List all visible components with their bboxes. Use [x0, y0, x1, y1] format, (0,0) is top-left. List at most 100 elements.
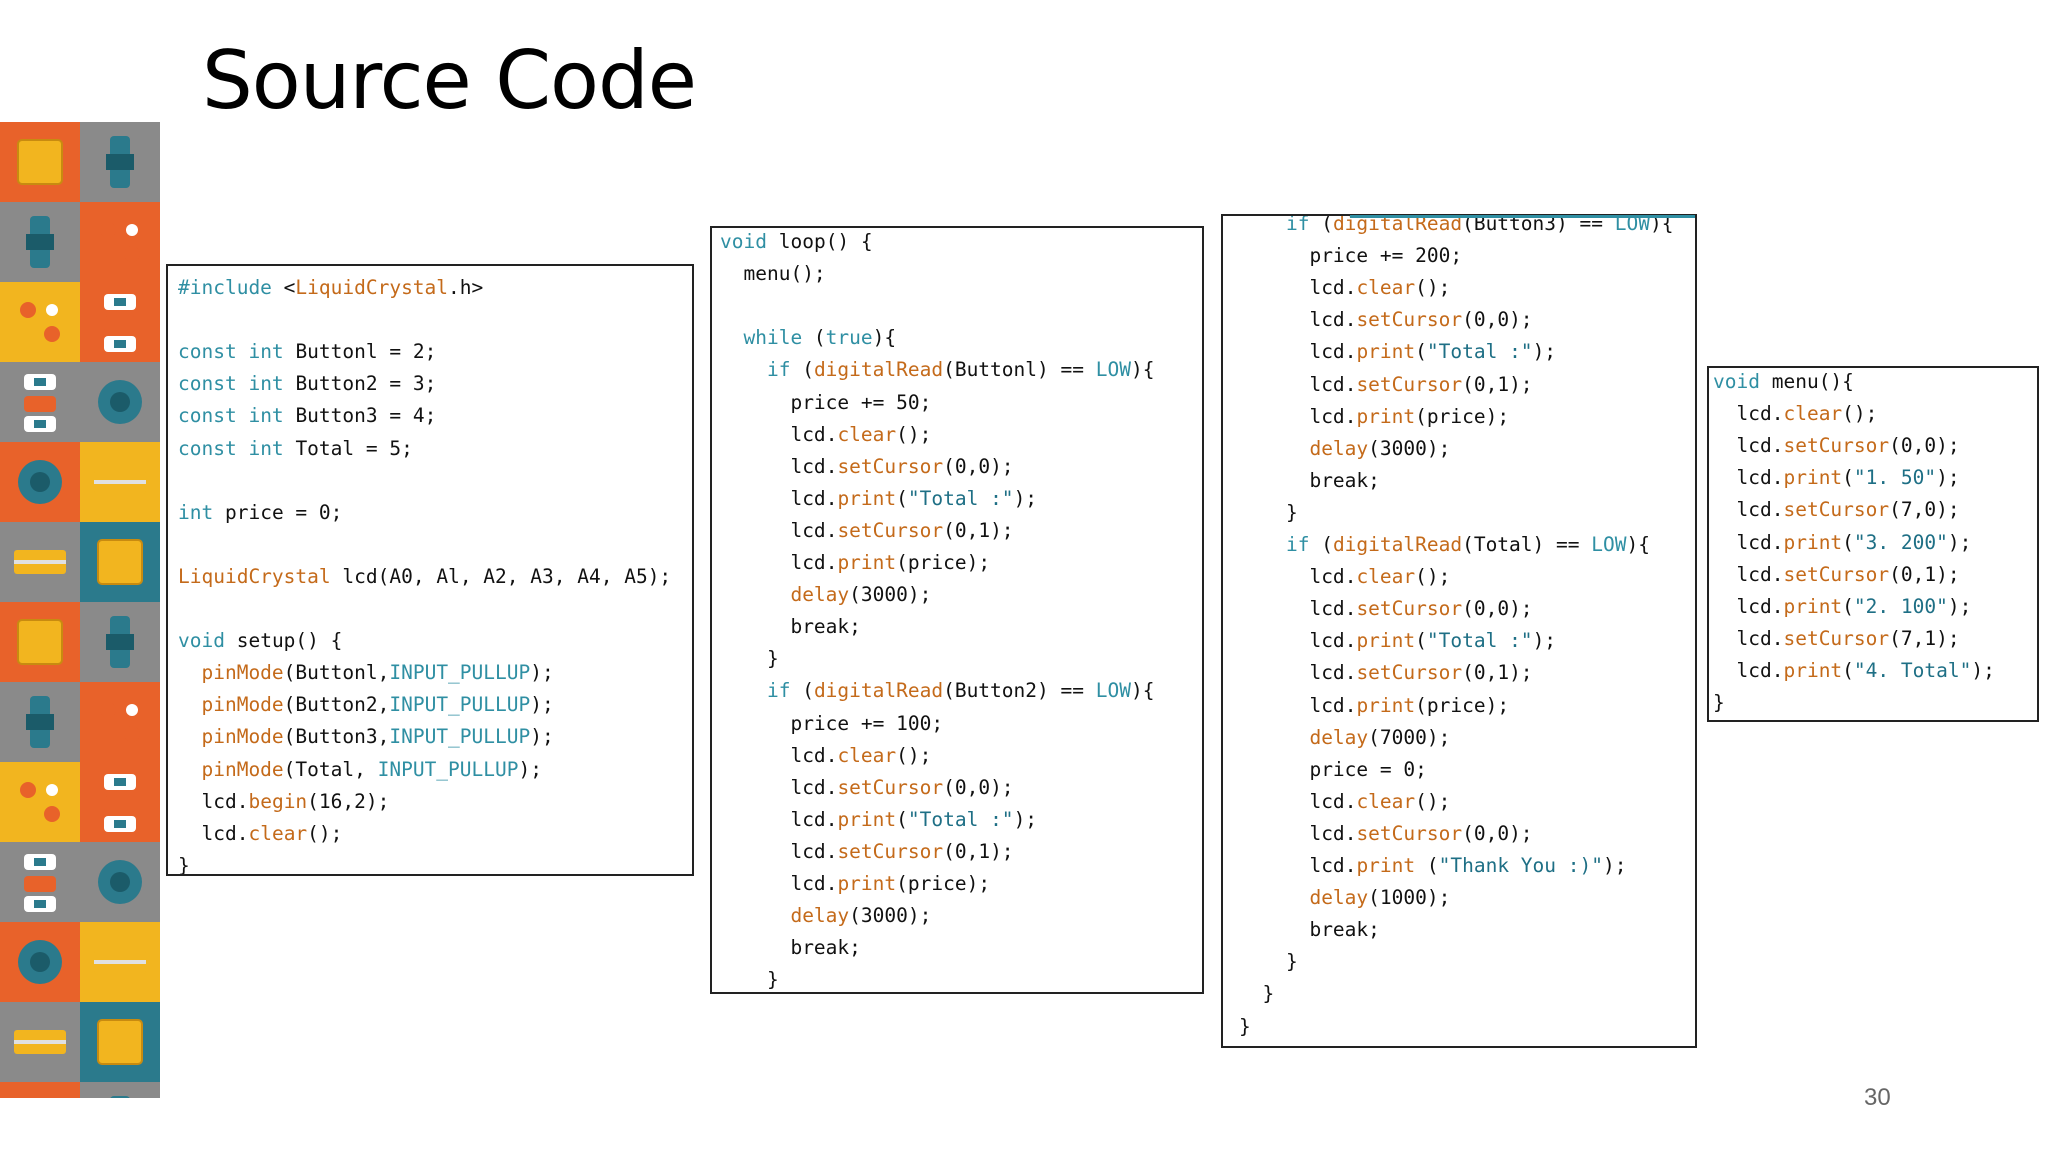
- code-line: break;: [790, 936, 861, 960]
- code-line: lcd.setCursor(0,1);: [790, 839, 1014, 863]
- chip-icon: [0, 1082, 80, 1098]
- code-line: price = 0;: [1309, 757, 1427, 781]
- code-line: lcd.clear();: [1736, 402, 1878, 426]
- code-line: lcd.clear();: [790, 422, 932, 446]
- code-line: lcd.print(price);: [790, 872, 991, 895]
- chip-icon: [0, 842, 80, 922]
- code-line: while (true){: [743, 326, 897, 350]
- electronic-components-pattern: [0, 122, 160, 1098]
- code-line: lcd.print("1. 50");: [1736, 466, 1960, 490]
- code-line: lcd.print(price);: [1309, 693, 1510, 717]
- code-line: lcd.print("Total :");: [1309, 340, 1557, 364]
- capacitor-icon: [80, 442, 160, 522]
- code-line: lcd.clear();: [1309, 565, 1451, 589]
- gear-icon: [80, 522, 160, 602]
- led-icon: [0, 682, 80, 762]
- code-line: lcd.print("Total :");: [1309, 629, 1557, 653]
- code-line: pinMode(Total, INPUT_PULLUP);: [201, 757, 542, 781]
- chip-icon: [0, 122, 80, 202]
- led-icon: [0, 922, 80, 1002]
- code-line: const int Total = 5;: [178, 436, 413, 460]
- code-line: pinMode(Button2,INPUT_PULLUP);: [201, 693, 554, 717]
- code-line: #include <LiquidCrystal.h>: [178, 276, 484, 299]
- resistor-icon: [80, 122, 160, 202]
- code-line: lcd.print(price);: [1309, 404, 1510, 428]
- code-line: lcd.clear();: [790, 743, 932, 767]
- code-line: delay(3000);: [790, 583, 932, 607]
- code-line: delay(7000);: [1309, 725, 1451, 749]
- switch-icon: [0, 1002, 80, 1082]
- slide-title: Source Code: [202, 34, 697, 127]
- code-line: delay(3000);: [1309, 436, 1451, 460]
- code-line: lcd.print("2. 100");: [1736, 594, 1972, 618]
- resistor-icon: [80, 1082, 160, 1098]
- code-line: const int Button2 = 3;: [178, 372, 437, 396]
- code-line: int price = 0;: [178, 500, 343, 524]
- code-line: void loop() {: [720, 230, 873, 253]
- gear-icon: [80, 1002, 160, 1082]
- code-line: delay(3000);: [790, 904, 932, 928]
- resistor-icon: [80, 362, 160, 442]
- code-line: lcd.clear();: [1309, 789, 1451, 813]
- code-panel-menu: void menu(){ lcd.clear(); lcd.setCursor(…: [1707, 366, 2039, 722]
- page-number: 30: [1864, 1084, 1891, 1111]
- led-icon: [0, 202, 80, 282]
- code-line: lcd.setCursor(0,0);: [790, 775, 1014, 799]
- code-line: lcd.setCursor(0,0);: [1736, 434, 1960, 458]
- code-line: }: [720, 968, 779, 992]
- code-line: lcd.print("4. Total");: [1736, 658, 1995, 682]
- switch-icon: [0, 522, 80, 602]
- code-line: price += 100;: [790, 711, 944, 735]
- led-icon: [0, 442, 80, 522]
- code-line: delay(1000);: [1309, 886, 1451, 910]
- code-line: }: [1713, 691, 1725, 714]
- code-panel-loop-continued: if (digitalRead(Button3) == LOW){ price …: [1221, 214, 1697, 1048]
- resistor-icon: [80, 602, 160, 682]
- code-line: if (digitalRead(Button3) == LOW){: [1285, 214, 1674, 235]
- code-line: }: [1239, 1014, 1251, 1038]
- code-line: lcd.print("3. 200");: [1736, 530, 1972, 554]
- code-line: price += 200;: [1309, 244, 1463, 268]
- capacitor-icon: [80, 682, 160, 762]
- code-line: void setup() {: [178, 629, 343, 653]
- code-line: price += 50;: [790, 390, 932, 414]
- code-line: lcd.setCursor(7,1);: [1736, 626, 1960, 650]
- code-line: LiquidCrystal lcd(A0, Al, A2, A3, A4, A5…: [178, 564, 672, 588]
- code-line: lcd.print("Total :");: [790, 486, 1038, 510]
- code-line: lcd.setCursor(0,1);: [790, 518, 1014, 542]
- code-line: lcd.print ("Thank You :)");: [1309, 854, 1627, 877]
- code-line: lcd.setCursor(0,1);: [1736, 562, 1960, 586]
- code-line: lcd.begin(16,2);: [201, 789, 390, 813]
- code-panel-includes-setup: #include <LiquidCrystal.h> const int Butt…: [166, 264, 694, 876]
- code-line: break;: [1309, 468, 1380, 492]
- code-line: lcd.setCursor(0,1);: [1309, 372, 1533, 396]
- code-line: lcd.setCursor(0,0);: [1309, 308, 1533, 332]
- resistor-icon: [80, 842, 160, 922]
- code-line: lcd.clear();: [201, 821, 343, 845]
- code-line: pinMode(Button3,INPUT_PULLUP);: [201, 725, 554, 749]
- code-line: }: [1239, 982, 1275, 1006]
- code-line: lcd.print(price);: [790, 551, 991, 574]
- code-line: }: [720, 647, 779, 671]
- code-line: lcd.setCursor(0,0);: [1309, 597, 1533, 621]
- code-line: pinMode(Buttonl,INPUT_PULLUP);: [201, 661, 554, 685]
- code-line: if (digitalRead(Button2) == LOW){: [766, 679, 1155, 703]
- capacitor-icon: [80, 202, 160, 282]
- code-line: }: [1239, 500, 1298, 524]
- capacitor-icon: [80, 922, 160, 1002]
- code-line: break;: [790, 615, 861, 639]
- code-line: lcd.setCursor(0,0);: [790, 454, 1014, 478]
- code-line: break;: [1309, 918, 1380, 942]
- code-line: const int Buttonl = 2;: [178, 340, 437, 364]
- switch-icon: [0, 762, 80, 842]
- code-line: }: [178, 853, 190, 876]
- code-line: const int Button3 = 4;: [178, 404, 437, 428]
- code-line: if (digitalRead(Total) == LOW){: [1285, 533, 1650, 556]
- decorative-component-strip: [0, 122, 160, 1098]
- selection-underline: [1350, 215, 1695, 218]
- gear-icon: [80, 762, 160, 842]
- chip-icon: [0, 362, 80, 442]
- chip-icon: [0, 602, 80, 682]
- code-line: lcd.setCursor(0,1);: [1309, 661, 1533, 685]
- code-line: menu();: [743, 262, 826, 286]
